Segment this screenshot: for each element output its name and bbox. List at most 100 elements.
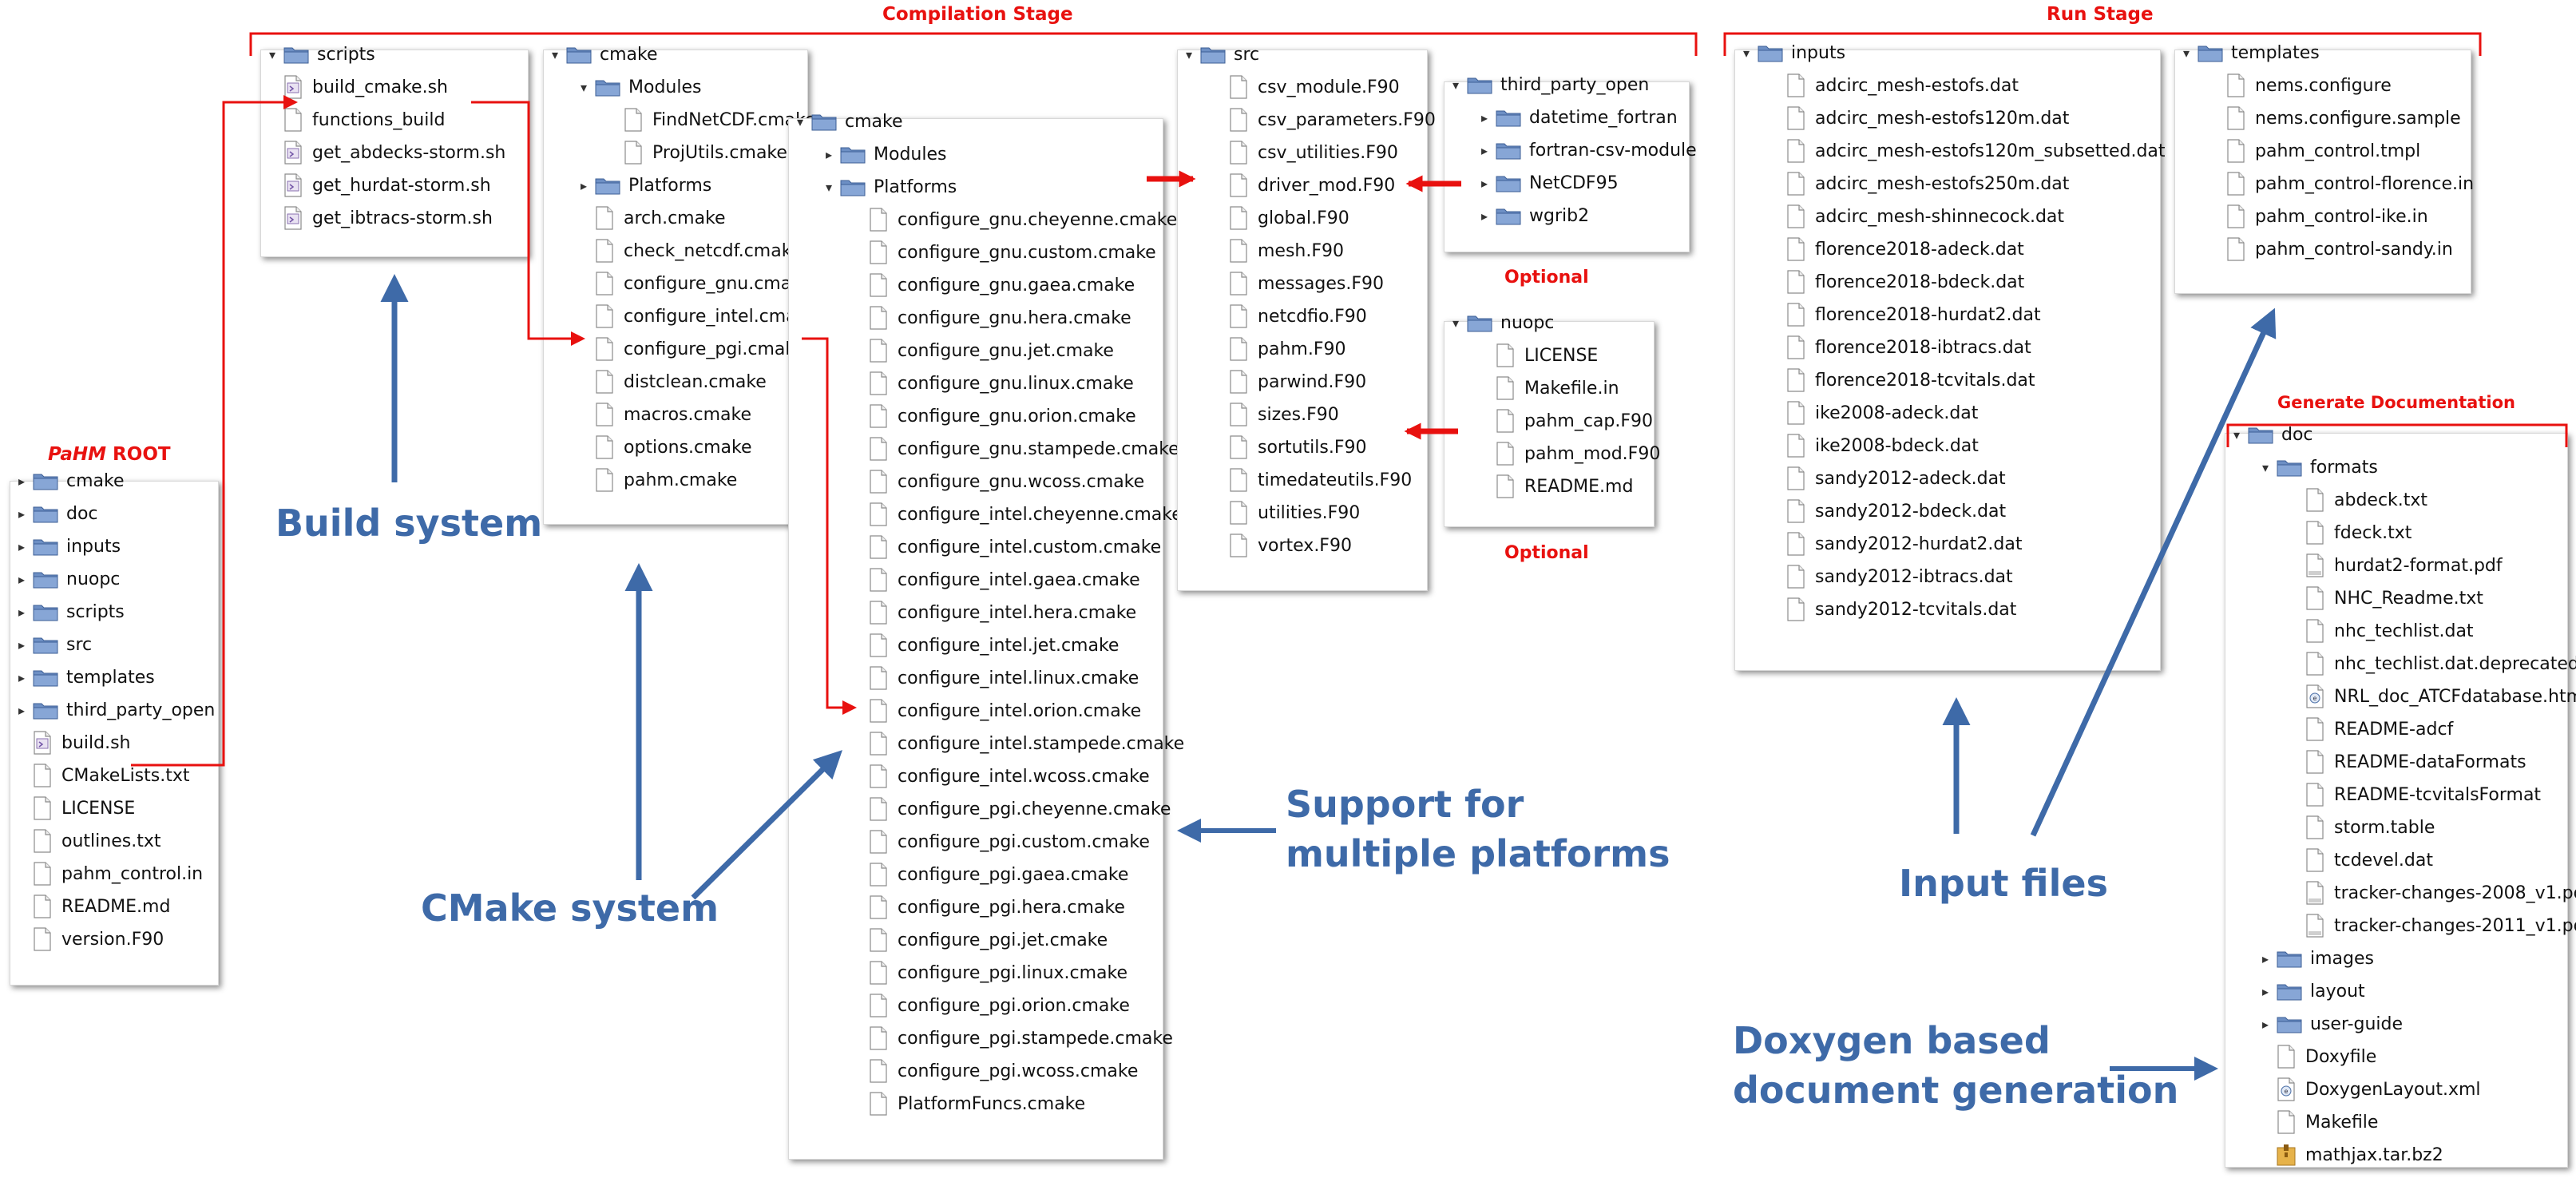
file-ike2008-bdeck-dat[interactable]: ike2008-bdeck.dat bbox=[1767, 429, 1979, 462]
file-florence2018-hurdat2-dat[interactable]: florence2018-hurdat2.dat bbox=[1767, 298, 2041, 331]
file-configure-gnu-linux-cmake[interactable]: configure_gnu.linux.cmake bbox=[850, 367, 1134, 400]
file-ike2008-adeck-dat[interactable]: ike2008-adeck.dat bbox=[1767, 396, 1978, 430]
file-distclean-cmake[interactable]: distclean.cmake bbox=[576, 365, 767, 399]
file-adcirc-mesh-shinnecock-dat[interactable]: adcirc_mesh-shinnecock.dat bbox=[1767, 200, 2064, 233]
folder-cmake[interactable]: ▾cmake bbox=[547, 38, 658, 71]
file-nems-configure-sample[interactable]: nems.configure.sample bbox=[2207, 101, 2461, 135]
file-pahm-control-ike-in[interactable]: pahm_control-ike.in bbox=[2207, 200, 2428, 233]
expand-arrow-icon[interactable]: ▸ bbox=[18, 473, 26, 489]
file-configure-intel-gaea-cmake[interactable]: configure_intel.gaea.cmake bbox=[850, 563, 1140, 597]
file-configure-intel-cmake[interactable]: configure_intel.cmake bbox=[576, 299, 817, 333]
file-configure-pgi-wcoss-cmake[interactable]: configure_pgi.wcoss.cmake bbox=[850, 1054, 1138, 1088]
folder-templates[interactable]: ▾templates bbox=[2178, 36, 2320, 69]
file-mathjax-tar-bz2[interactable]: mathjax.tar.bz2 bbox=[2257, 1138, 2443, 1172]
file-sandy2012-bdeck-dat[interactable]: sandy2012-bdeck.dat bbox=[1767, 494, 2006, 528]
file-florence2018-tcvitals-dat[interactable]: florence2018-tcvitals.dat bbox=[1767, 363, 2035, 397]
file-pahm-mod-f90[interactable]: pahm_mod.F90 bbox=[1476, 437, 1660, 470]
file-cmakelists-txt[interactable]: CMakeLists.txt bbox=[14, 759, 190, 792]
file-projutils-cmake[interactable]: ProjUtils.cmake bbox=[604, 136, 787, 169]
folder-cmake[interactable]: ▾cmake bbox=[792, 105, 903, 138]
folder-third-party-open[interactable]: ▾third_party_open bbox=[1448, 68, 1649, 101]
expand-arrow-icon[interactable]: ▸ bbox=[18, 637, 26, 652]
file-nems-configure[interactable]: nems.configure bbox=[2207, 69, 2392, 102]
file-configure-intel-cheyenne-cmake[interactable]: configure_intel.cheyenne.cmake bbox=[850, 498, 1183, 531]
folder-netcdf95[interactable]: ▸NetCDF95 bbox=[1476, 166, 1619, 200]
collapse-arrow-icon[interactable]: ▾ bbox=[2182, 45, 2190, 61]
expand-arrow-icon[interactable]: ▸ bbox=[825, 146, 833, 162]
collapse-arrow-icon[interactable]: ▾ bbox=[580, 79, 588, 95]
file-csv-utilities-f90[interactable]: csv_utilities.F90 bbox=[1210, 136, 1398, 169]
file-configure-pgi-cheyenne-cmake[interactable]: configure_pgi.cheyenne.cmake bbox=[850, 792, 1171, 826]
file-readme-dataformats[interactable]: README-dataFormats bbox=[2286, 745, 2526, 779]
file-pahm-control-sandy-in[interactable]: pahm_control-sandy.in bbox=[2207, 232, 2453, 266]
file-configure-intel-stampede-cmake[interactable]: configure_intel.stampede.cmake bbox=[850, 727, 1184, 760]
file-configure-gnu-stampede-cmake[interactable]: configure_gnu.stampede.cmake bbox=[850, 432, 1179, 466]
file-messages-f90[interactable]: messages.F90 bbox=[1210, 267, 1384, 300]
expand-arrow-icon[interactable]: ▸ bbox=[1480, 142, 1488, 158]
file-nhc-readme-txt[interactable]: NHC_Readme.txt bbox=[2286, 581, 2483, 615]
file-storm-table[interactable]: storm.table bbox=[2286, 811, 2435, 844]
file-sizes-f90[interactable]: sizes.F90 bbox=[1210, 398, 1339, 431]
file-configure-gnu-cheyenne-cmake[interactable]: configure_gnu.cheyenne.cmake bbox=[850, 203, 1177, 236]
folder-scripts[interactable]: ▾scripts bbox=[264, 38, 375, 71]
file-configure-pgi-gaea-cmake[interactable]: configure_pgi.gaea.cmake bbox=[850, 858, 1128, 891]
folder-doc[interactable]: ▾doc bbox=[2229, 418, 2313, 451]
file-configure-intel-wcoss-cmake[interactable]: configure_intel.wcoss.cmake bbox=[850, 760, 1150, 793]
file-configure-intel-jet-cmake[interactable]: configure_intel.jet.cmake bbox=[850, 629, 1119, 662]
file-fdeck-txt[interactable]: fdeck.txt bbox=[2286, 516, 2412, 549]
expand-arrow-icon[interactable]: ▸ bbox=[18, 538, 26, 554]
file-configure-gnu-orion-cmake[interactable]: configure_gnu.orion.cmake bbox=[850, 399, 1136, 433]
file-nhc-techlist-dat-deprecated[interactable]: nhc_techlist.dat.deprecated bbox=[2286, 647, 2576, 680]
folder-inputs[interactable]: ▸inputs bbox=[14, 530, 121, 563]
file-readme-adcf[interactable]: README-adcf bbox=[2286, 712, 2453, 746]
folder-modules[interactable]: ▸Modules bbox=[821, 137, 946, 171]
file-tracker-changes-2011-v1-pdf[interactable]: tracker-changes-2011_v1.pdf bbox=[2286, 909, 2576, 942]
file-makefile-in[interactable]: Makefile.in bbox=[1476, 371, 1619, 405]
file-configure-pgi-stampede-cmake[interactable]: configure_pgi.stampede.cmake bbox=[850, 1021, 1173, 1055]
collapse-arrow-icon[interactable]: ▾ bbox=[551, 46, 559, 62]
file-configure-intel-hera-cmake[interactable]: configure_intel.hera.cmake bbox=[850, 596, 1136, 629]
file-configure-gnu-cmake[interactable]: configure_gnu.cmake bbox=[576, 267, 812, 300]
collapse-arrow-icon[interactable]: ▾ bbox=[796, 113, 804, 129]
file-build-cmake-sh[interactable]: build_cmake.sh bbox=[264, 70, 448, 104]
file-pahm-control-florence-in[interactable]: pahm_control-florence.in bbox=[2207, 167, 2474, 200]
file-pahm-cmake[interactable]: pahm.cmake bbox=[576, 463, 737, 497]
file-configure-pgi-jet-cmake[interactable]: configure_pgi.jet.cmake bbox=[850, 923, 1108, 957]
file-configure-gnu-jet-cmake[interactable]: configure_gnu.jet.cmake bbox=[850, 334, 1114, 367]
file-sandy2012-hurdat2-dat[interactable]: sandy2012-hurdat2.dat bbox=[1767, 527, 2022, 561]
file-macros-cmake[interactable]: macros.cmake bbox=[576, 398, 751, 431]
file-check-netcdf-cmake[interactable]: check_netcdf.cmake bbox=[576, 234, 802, 268]
folder-nuopc[interactable]: ▸nuopc bbox=[14, 562, 120, 596]
file-adcirc-mesh-estofs120m-subsetted-dat[interactable]: adcirc_mesh-estofs120m_subsetted.dat bbox=[1767, 134, 2166, 168]
file-makefile[interactable]: Makefile bbox=[2257, 1105, 2378, 1139]
file-tcdevel-dat[interactable]: tcdevel.dat bbox=[2286, 843, 2433, 877]
folder-fortran-csv-module[interactable]: ▸fortran-csv-module bbox=[1476, 133, 1697, 167]
file-configure-gnu-wcoss-cmake[interactable]: configure_gnu.wcoss.cmake bbox=[850, 465, 1144, 498]
file-configure-pgi-cmake[interactable]: configure_pgi.cmake bbox=[576, 332, 806, 366]
collapse-arrow-icon[interactable]: ▾ bbox=[1185, 46, 1193, 62]
expand-arrow-icon[interactable]: ▸ bbox=[18, 669, 26, 685]
file-configure-gnu-gaea-cmake[interactable]: configure_gnu.gaea.cmake bbox=[850, 268, 1135, 302]
file-sortutils-f90[interactable]: sortutils.F90 bbox=[1210, 430, 1367, 464]
file-arch-cmake[interactable]: arch.cmake bbox=[576, 201, 726, 235]
file-get-hurdat-storm-sh[interactable]: get_hurdat-storm.sh bbox=[264, 169, 491, 202]
file-abdeck-txt[interactable]: abdeck.txt bbox=[2286, 483, 2427, 517]
file-configure-pgi-custom-cmake[interactable]: configure_pgi.custom.cmake bbox=[850, 825, 1150, 859]
file-hurdat2-format-pdf[interactable]: hurdat2-format.pdf bbox=[2286, 549, 2503, 582]
expand-arrow-icon[interactable]: ▸ bbox=[18, 604, 26, 620]
expand-arrow-icon[interactable]: ▸ bbox=[1480, 109, 1488, 125]
file-netcdfio-f90[interactable]: netcdfio.F90 bbox=[1210, 299, 1367, 333]
expand-arrow-icon[interactable]: ▸ bbox=[18, 571, 26, 587]
file-global-f90[interactable]: global.F90 bbox=[1210, 201, 1349, 235]
folder-formats[interactable]: ▾formats bbox=[2257, 450, 2378, 484]
file-license[interactable]: LICENSE bbox=[14, 791, 135, 825]
file-sandy2012-tcvitals-dat[interactable]: sandy2012-tcvitals.dat bbox=[1767, 593, 2016, 626]
file-configure-intel-orion-cmake[interactable]: configure_intel.orion.cmake bbox=[850, 694, 1141, 728]
folder-doc[interactable]: ▸doc bbox=[14, 497, 98, 530]
file-adcirc-mesh-estofs120m-dat[interactable]: adcirc_mesh-estofs120m.dat bbox=[1767, 101, 2069, 135]
expand-arrow-icon[interactable]: ▸ bbox=[580, 177, 588, 193]
file-adcirc-mesh-estofs-dat[interactable]: adcirc_mesh-estofs.dat bbox=[1767, 69, 2019, 102]
expand-arrow-icon[interactable]: ▸ bbox=[2261, 983, 2269, 999]
